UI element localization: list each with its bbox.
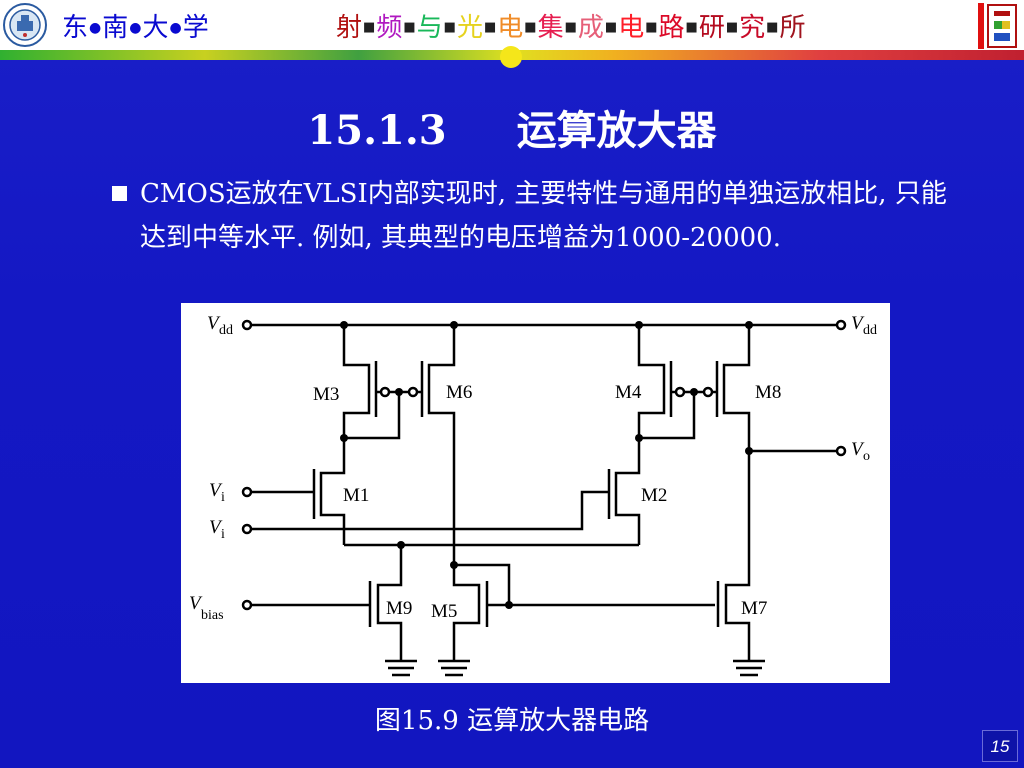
- square-separator-icon: ■: [725, 20, 739, 35]
- square-separator-icon: ■: [524, 20, 537, 35]
- m8-label: M8: [755, 382, 781, 403]
- body-text: CMOS运放在VLSI内部实现时, 主要特性与通用的单独运放相比, 只能达到中等…: [140, 179, 947, 253]
- vbias-label-sub: bias: [201, 608, 224, 623]
- institute-char: 电: [618, 13, 645, 43]
- title-number: 15.1.3: [307, 107, 447, 154]
- vi-plus-label-v: V: [209, 480, 223, 501]
- body-paragraph: CMOS运放在VLSI内部实现时, 主要特性与通用的单独运放相比, 只能达到中等…: [112, 172, 972, 260]
- institute-char: 路: [658, 13, 685, 43]
- institute-char: 光: [456, 13, 483, 43]
- institute-name: 射■频■与■光■电■集■成■电■路■研■究■所: [336, 7, 805, 44]
- institute-char: 研: [698, 13, 725, 43]
- m4-transistor: [637, 325, 673, 438]
- vdd-rail: [241, 319, 847, 331]
- square-separator-icon: ■: [685, 20, 698, 35]
- square-separator-icon: ■: [604, 20, 618, 35]
- square-separator-icon: ■: [564, 20, 577, 35]
- vi-minus-label-v: V: [209, 517, 223, 538]
- square-separator-icon: ■: [403, 20, 416, 35]
- vdd-left-label-sub: dd: [219, 323, 233, 338]
- circuit-diagram: V dd V dd V o V i V i V bias M3 M6 M4 M8…: [181, 303, 890, 683]
- vdd-left-label-v: V: [207, 313, 221, 334]
- vi-minus-label-sub: i: [221, 527, 225, 542]
- m5-label: M5: [431, 601, 457, 622]
- university-logo: [3, 3, 47, 47]
- m2-label: M2: [641, 485, 667, 506]
- vi-plus-label-sub: i: [221, 490, 225, 505]
- vo-label-sub: o: [863, 449, 870, 464]
- institute-char: 与: [416, 13, 443, 43]
- m9-label: M9: [386, 598, 412, 619]
- m3-transistor: [342, 325, 378, 438]
- uni-char-3: 大: [142, 13, 169, 43]
- title-text: 运算放大器: [516, 107, 717, 154]
- square-separator-icon: ■: [645, 20, 658, 35]
- square-separator-icon: ■: [443, 20, 456, 35]
- university-name: 东●南●大●学: [62, 7, 209, 44]
- institute-char: 频: [376, 13, 403, 43]
- institute-char: 射: [336, 13, 363, 43]
- m7-transistor: [716, 451, 765, 677]
- m3-m6-gate-link: [340, 386, 422, 442]
- m8-transistor: [715, 325, 751, 451]
- square-separator-icon: ■: [766, 20, 779, 35]
- m4-label: M4: [615, 382, 642, 403]
- m4-m8-gate-link: [635, 386, 717, 442]
- m6-transistor: [420, 325, 456, 565]
- m6-label: M6: [446, 382, 472, 403]
- slide-title: 15.1.3 运算放大器: [0, 98, 1024, 156]
- page-number: 15: [982, 730, 1018, 762]
- dot-separator: ●: [129, 20, 142, 36]
- m3-label: M3: [313, 384, 339, 405]
- square-separator-icon: ■: [483, 20, 497, 35]
- dot-separator: ●: [169, 20, 182, 36]
- stripe-yellow-dot: [500, 46, 522, 68]
- m5-transistor: [438, 561, 715, 677]
- vdd-right-label-v: V: [851, 313, 865, 334]
- m1-transistor: [241, 438, 346, 545]
- vdd-right-label-sub: dd: [863, 323, 877, 338]
- vbias-label-v: V: [189, 593, 203, 614]
- uni-char-1: 东: [62, 13, 89, 43]
- institute-logo: [978, 3, 1017, 49]
- institute-char: 集: [537, 13, 564, 43]
- output-node: [745, 445, 847, 457]
- square-bullet-icon: [112, 186, 127, 201]
- institute-char: 究: [739, 13, 766, 43]
- m7-label: M7: [741, 598, 767, 619]
- uni-char-4: 学: [182, 13, 209, 43]
- figure-caption: 图15.9 运算放大器电路: [374, 706, 650, 736]
- uni-char-2: 南: [102, 13, 129, 43]
- header-bar: 东●南●大●学 射■频■与■光■电■集■成■电■路■研■究■所: [0, 0, 1024, 50]
- institute-char: 成: [577, 13, 604, 43]
- m2-transistor: [241, 438, 641, 545]
- m1-label: M1: [343, 485, 369, 506]
- vo-label-v: V: [851, 439, 865, 460]
- institute-char: 所: [779, 13, 806, 43]
- dot-separator: ●: [89, 20, 102, 36]
- m9-transistor: [241, 545, 417, 677]
- institute-char: 电: [497, 13, 524, 43]
- square-separator-icon: ■: [363, 20, 376, 35]
- tail-node: [344, 541, 639, 549]
